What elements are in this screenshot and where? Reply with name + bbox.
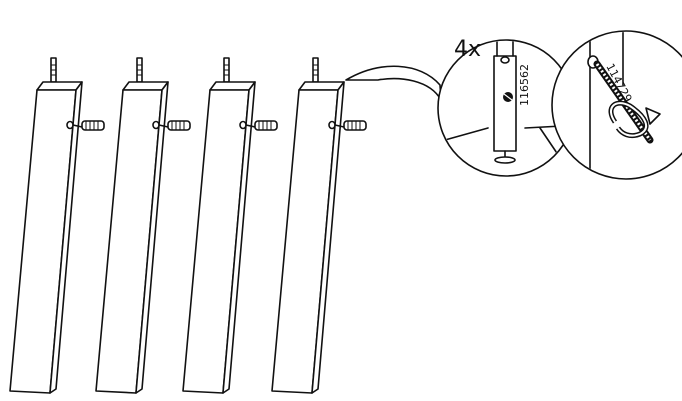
detail-dowel-insertion: [437, 39, 575, 177]
table-leg-1: [9, 57, 105, 394]
table-leg-4: [271, 57, 367, 394]
dowel-part-number: 116562: [518, 64, 531, 106]
table-leg-3: [182, 57, 278, 394]
callout-pointer: [345, 65, 442, 101]
quantity-label: 4x: [454, 37, 481, 62]
detail-bolt-insertion: [551, 30, 682, 180]
table-leg-2: [95, 57, 191, 394]
